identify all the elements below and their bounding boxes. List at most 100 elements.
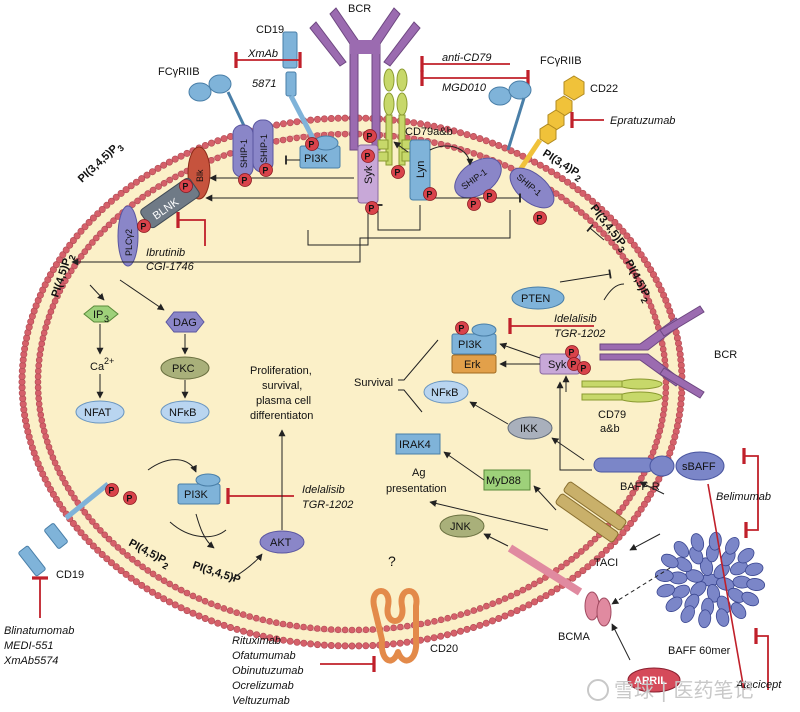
- phospho-label: P: [580, 364, 586, 374]
- membrane-bead: [482, 137, 490, 145]
- phospho-label: P: [366, 132, 372, 142]
- membrane-bead: [105, 221, 113, 229]
- svg-text:Ofatumumab: Ofatumumab: [232, 650, 296, 662]
- sbaff: sBAFF: [675, 451, 725, 481]
- membrane-bead: [35, 400, 43, 408]
- membrane-bead: [252, 614, 260, 622]
- membrane-bead: [89, 542, 97, 550]
- phospho-label: P: [568, 348, 574, 358]
- plcg2: PLCγ2: [117, 205, 139, 267]
- membrane-bead: [266, 617, 273, 625]
- membrane-bead: [660, 351, 668, 358]
- membrane-bead: [626, 494, 633, 502]
- membrane-bead: [568, 201, 575, 208]
- phospho-circle: [533, 211, 547, 225]
- membrane-bead: [112, 563, 120, 571]
- membrane-bead: [558, 175, 566, 183]
- phospho-label: P: [470, 200, 476, 210]
- phospho-circle: [179, 179, 193, 193]
- membrane-bead: [59, 474, 66, 482]
- membrane-bead: [456, 129, 464, 137]
- membrane-bead: [112, 193, 120, 201]
- phospho-circle: [577, 361, 591, 375]
- membrane-bead: [93, 522, 100, 530]
- membrane-bead: [600, 230, 607, 237]
- baff60-label: BAFF 60mer: [668, 645, 731, 657]
- membrane-bead: [622, 257, 630, 265]
- membrane-bead: [623, 524, 631, 532]
- membrane-bead: [582, 213, 590, 220]
- cd22: CD22: [517, 75, 618, 172]
- membrane-bead: [68, 267, 75, 275]
- membrane-bead: [403, 638, 411, 646]
- membrane-bead: [313, 115, 321, 123]
- membrane-bead: [552, 190, 560, 197]
- idelalisib-bottom: Idelalisib TGR-1202: [226, 484, 353, 511]
- membrane-bead: [634, 510, 642, 518]
- membrane-bead: [94, 210, 102, 218]
- membrane-bead: [507, 609, 515, 617]
- membrane-bead: [66, 241, 74, 249]
- svg-text:PI3K: PI3K: [458, 339, 483, 351]
- membrane-bead: [246, 613, 253, 620]
- membrane-bead: [430, 122, 438, 130]
- membrane-bead: [313, 641, 321, 649]
- membrane-bead: [530, 580, 538, 588]
- bcr-right-receptor: BCR: [599, 305, 737, 399]
- svg-text:PI3K: PI3K: [304, 153, 329, 165]
- membrane-bead: [424, 619, 432, 627]
- cd20-label: CD20: [430, 643, 458, 655]
- phospho-label: P: [458, 324, 464, 334]
- svg-text:Proliferation,: Proliferation,: [250, 365, 312, 377]
- membrane-bead: [107, 559, 115, 567]
- membrane-bead: [114, 544, 122, 551]
- membrane-bead: [172, 583, 179, 591]
- svg-text:Ocrelizumab: Ocrelizumab: [232, 680, 294, 692]
- membrane-bead: [127, 574, 135, 582]
- membrane-bead: [37, 345, 45, 353]
- membrane-bead: [569, 182, 577, 190]
- membrane-bead: [659, 411, 667, 419]
- membrane-bead: [558, 193, 565, 201]
- phospho-circle: [467, 197, 481, 211]
- membrane-bead: [177, 152, 185, 160]
- membrane-bead: [85, 243, 92, 251]
- membrane-bead: [658, 416, 666, 424]
- membrane-bead: [208, 139, 216, 147]
- membrane-bead: [293, 622, 301, 630]
- membrane-bead: [195, 612, 203, 620]
- watermark: 雪球 | 医药笔记: [587, 678, 753, 702]
- phospho-label: P: [570, 360, 576, 370]
- phospho-circle: [305, 137, 319, 151]
- svg-text:SHIP-1: SHIP-1: [239, 139, 249, 168]
- svg-text:APRIL: APRIL: [634, 675, 667, 687]
- membrane-bead: [495, 142, 503, 150]
- membrane-bead: [73, 232, 81, 240]
- membrane-bead: [536, 595, 544, 603]
- membrane-bead: [607, 214, 615, 222]
- membrane-bead: [574, 186, 582, 194]
- membrane-bead: [208, 600, 215, 608]
- membrane-bead: [657, 422, 665, 430]
- membrane-bead: [403, 622, 411, 630]
- membrane-bead: [220, 605, 228, 612]
- membrane-bead: [501, 612, 509, 620]
- svg-text:Idelalisib: Idelalisib: [302, 484, 345, 496]
- svg-text:BCMA: BCMA: [558, 631, 590, 643]
- membrane-bead: [658, 340, 666, 348]
- membrane-bead: [183, 607, 191, 615]
- membrane-bead: [272, 619, 280, 627]
- membrane-bead: [189, 609, 197, 617]
- baff-subunit: [729, 561, 748, 576]
- membrane-bead: [97, 527, 104, 534]
- membrane-bead: [469, 623, 477, 631]
- membrane-bead: [362, 626, 370, 634]
- membrane-bead: [513, 149, 521, 157]
- membrane-bead: [85, 538, 93, 546]
- membrane-bead: [208, 617, 216, 625]
- membrane-bead: [469, 133, 477, 141]
- drug-anti-cd79: anti-CD79 MGD010: [420, 52, 530, 94]
- membrane-bead: [38, 416, 46, 424]
- membrane-bead: [286, 119, 294, 127]
